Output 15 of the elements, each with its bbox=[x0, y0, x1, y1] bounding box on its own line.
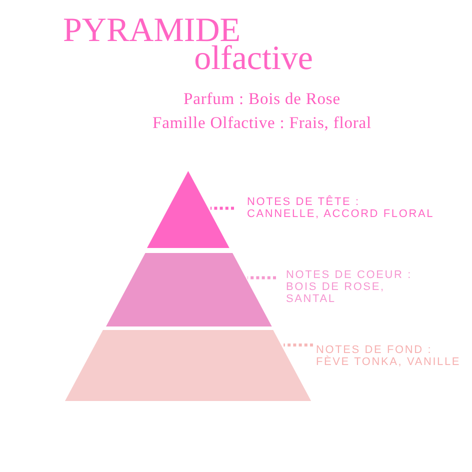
pyramid-top-triangle bbox=[147, 171, 230, 248]
leader-line bbox=[248, 276, 276, 280]
leader-line bbox=[284, 344, 313, 346]
subtitle-text: Parfum : Bois de Rose bbox=[184, 88, 340, 110]
note-heading: NOTES DE FOND : bbox=[316, 344, 432, 356]
note-list: BOIS DE ROSE, SANTAL bbox=[286, 281, 416, 305]
subtitle-text: Famille Olfactive : Frais, floral bbox=[152, 112, 372, 134]
note-list: CANNELLE, ACCORD FLORAL bbox=[247, 208, 434, 220]
note-list: FÈVE TONKA, VANILLE bbox=[316, 356, 461, 368]
pyramid-tier bbox=[65, 330, 312, 401]
leader-line bbox=[210, 206, 234, 210]
pyramid-tier bbox=[106, 252, 272, 326]
note-heading: NOTES DE TÊTE : bbox=[247, 196, 360, 208]
title: PYRAMIDE olfactive bbox=[63, 16, 313, 72]
note-heading: NOTES DE COEUR : bbox=[286, 269, 412, 281]
